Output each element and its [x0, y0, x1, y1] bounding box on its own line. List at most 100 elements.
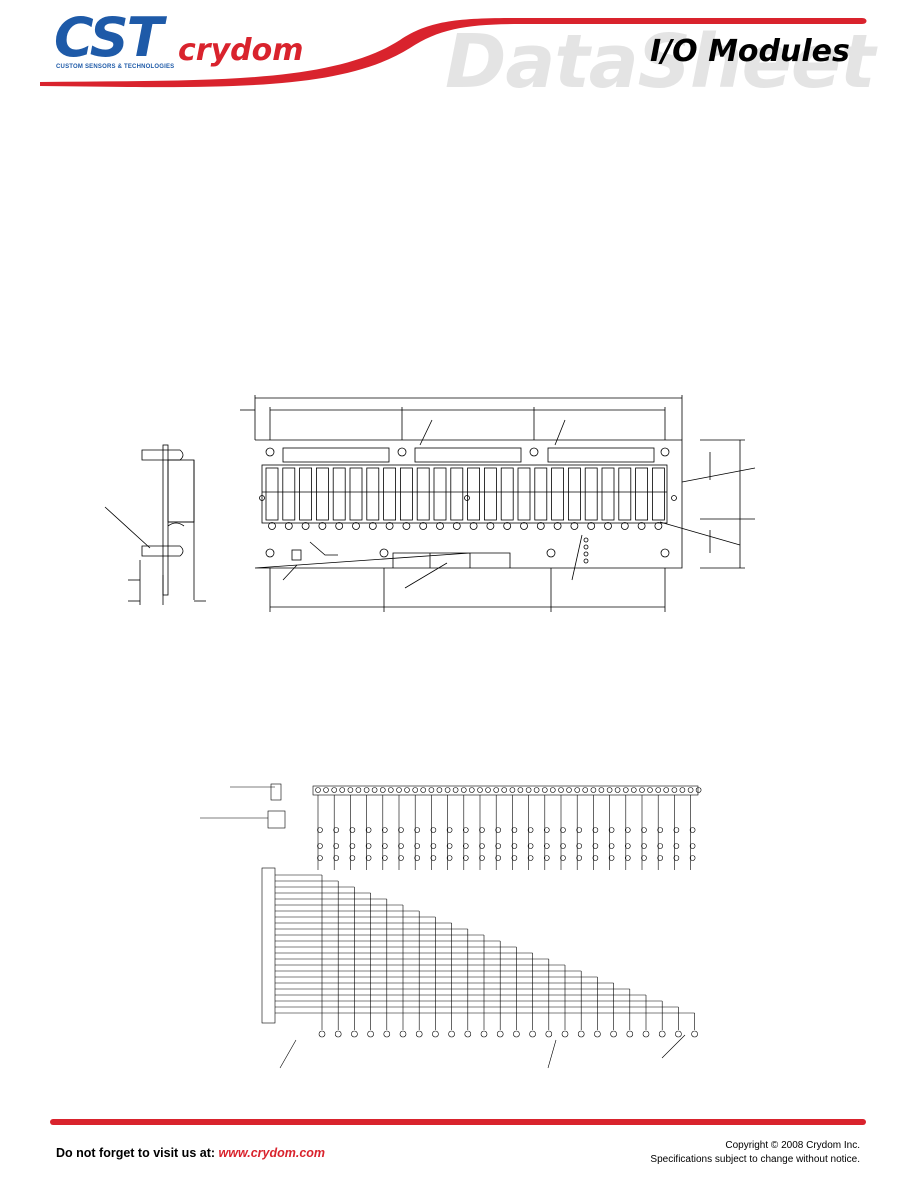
- io-module-slot: [635, 467, 648, 521]
- terminal-screw: [493, 787, 500, 793]
- module-contact: [673, 855, 680, 861]
- terminal-screw: [387, 787, 394, 793]
- module-led: [469, 522, 478, 530]
- terminal-screw: [428, 787, 435, 793]
- module-contact: [333, 827, 340, 833]
- module-led: [637, 522, 646, 530]
- datasheet-watermark: DataSheet: [445, 19, 875, 105]
- module-contact: [430, 827, 437, 833]
- io-module-slot: [416, 467, 430, 521]
- io-module-slot: [467, 467, 481, 521]
- copyright-text: Copyright © 2008 Crydom Inc.: [725, 1140, 860, 1151]
- module-led: [436, 522, 444, 530]
- output-terminal: [545, 1030, 553, 1038]
- terminal-screw: [452, 787, 459, 793]
- terminal-screw: [420, 787, 427, 793]
- terminal-screw: [647, 787, 653, 793]
- terminal-screw: [404, 787, 410, 793]
- module-contact: [462, 855, 469, 861]
- output-terminal: [432, 1030, 439, 1038]
- terminal-screw: [655, 787, 662, 793]
- module-contact: [462, 843, 469, 849]
- module-contact: [511, 827, 518, 833]
- module-contact: [673, 843, 680, 849]
- terminal-screw: [614, 787, 621, 793]
- cst-logo-subtitle: CUSTOM SENSORS & TECHNOLOGIES: [56, 64, 175, 70]
- footer-url-link[interactable]: www.crydom.com: [218, 1146, 326, 1160]
- module-led: [604, 522, 612, 530]
- module-contact: [592, 855, 599, 861]
- terminal-screw: [485, 787, 491, 793]
- io-module-slot: [282, 467, 296, 521]
- io-module-slot: [601, 467, 615, 521]
- module-led: [402, 522, 411, 530]
- module-contact: [381, 827, 388, 833]
- output-terminal: [496, 1030, 504, 1038]
- module-contact: [479, 827, 485, 833]
- module-led: [620, 522, 629, 530]
- module-contact: [446, 843, 453, 849]
- terminal-screw: [671, 787, 678, 793]
- module-contact: [365, 855, 372, 861]
- terminal-screw: [436, 787, 443, 793]
- module-led: [301, 522, 310, 530]
- module-led: [520, 522, 528, 530]
- module-contact: [446, 827, 453, 833]
- io-module-slot: [265, 467, 279, 521]
- io-module-slot: [299, 467, 313, 521]
- io-module-slot: [450, 467, 464, 521]
- output-terminal: [351, 1030, 358, 1038]
- module-contact: [560, 855, 566, 861]
- module-contact: [430, 855, 437, 861]
- module-contact: [495, 827, 502, 833]
- module-contact: [560, 843, 566, 849]
- terminal-screw: [501, 787, 508, 793]
- output-terminal: [691, 1030, 698, 1038]
- terminal-screw: [315, 787, 321, 793]
- module-contact: [624, 855, 631, 861]
- terminal-screw: [566, 787, 572, 793]
- io-module-slot: [517, 467, 531, 521]
- output-terminal: [529, 1030, 536, 1038]
- module-led: [536, 522, 545, 530]
- module-led: [452, 522, 461, 530]
- terminal-screw: [606, 787, 613, 793]
- output-terminal: [448, 1030, 455, 1038]
- notice-text: Specifications subject to change without…: [650, 1154, 860, 1165]
- output-terminal: [399, 1030, 407, 1038]
- io-module-slot: [366, 467, 380, 521]
- terminal-screw: [687, 787, 694, 793]
- module-contact: [689, 843, 696, 849]
- terminal-screw: [549, 787, 556, 793]
- module-contact: [673, 827, 680, 833]
- crydom-logo: crydom: [178, 33, 304, 68]
- terminal-screw: [323, 787, 329, 793]
- terminal-screw: [663, 787, 670, 793]
- module-contact: [365, 843, 372, 849]
- output-terminal: [480, 1030, 488, 1038]
- io-module-slot: [399, 467, 413, 521]
- module-contact: [381, 843, 388, 849]
- module-contact: [349, 843, 356, 849]
- io-module-slot: [433, 467, 447, 521]
- module-contact: [495, 855, 502, 861]
- terminal-screw: [371, 787, 378, 793]
- terminal-screw: [412, 787, 419, 793]
- module-contact: [414, 855, 421, 861]
- module-led: [654, 522, 663, 530]
- output-terminal: [626, 1030, 634, 1038]
- terminal-screw: [541, 787, 548, 793]
- module-led: [352, 522, 360, 530]
- output-terminal: [658, 1030, 666, 1038]
- module-contact: [608, 827, 615, 833]
- module-contact: [317, 827, 323, 833]
- output-terminal: [513, 1030, 520, 1038]
- module-contact: [511, 855, 518, 861]
- output-terminal: [577, 1030, 585, 1038]
- module-contact: [349, 855, 356, 861]
- module-contact: [576, 843, 583, 849]
- terminal-screw: [679, 787, 686, 793]
- module-contact: [381, 855, 388, 861]
- io-module-slot: [349, 467, 363, 521]
